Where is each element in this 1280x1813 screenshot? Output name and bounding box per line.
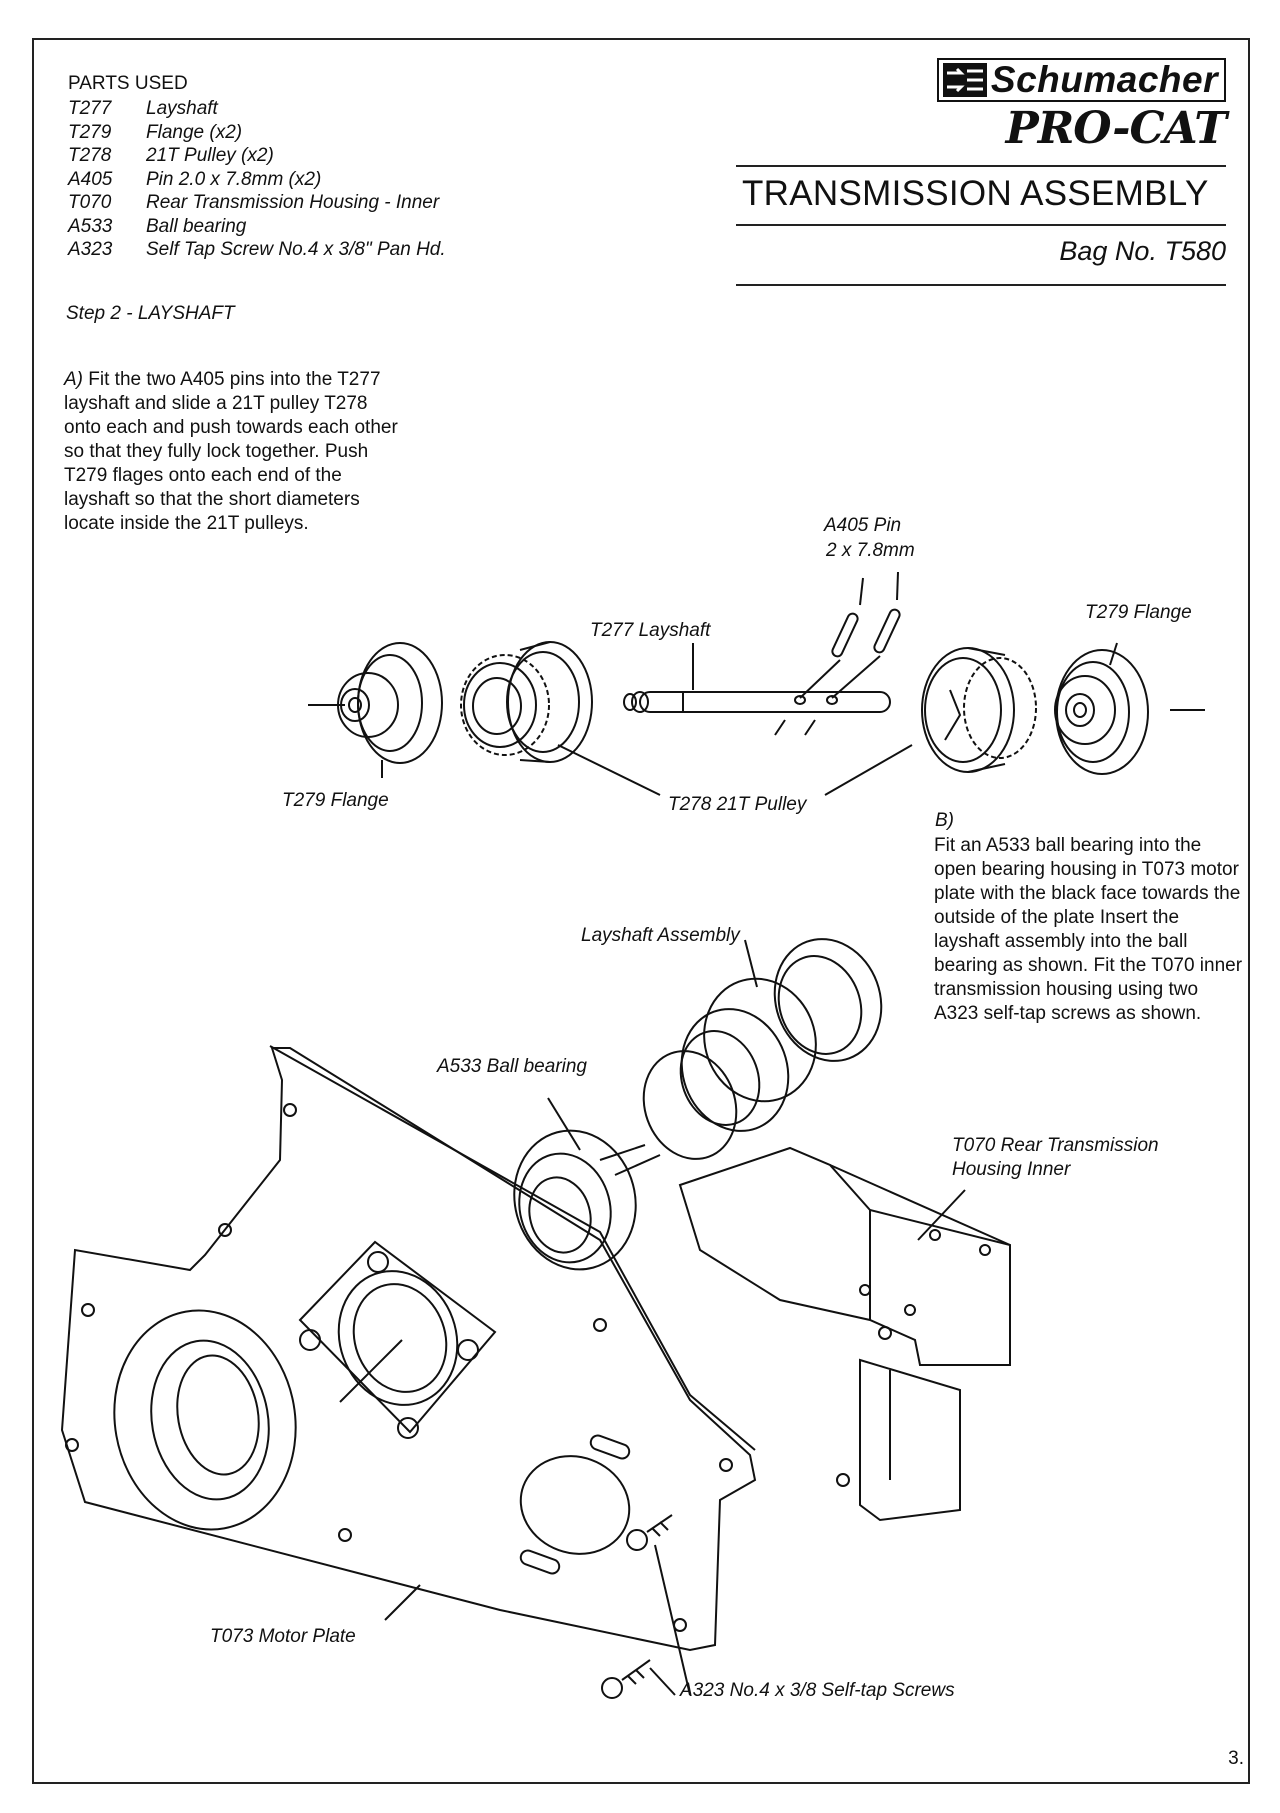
instruction-a-text: Fit the two A405 pins into the T277 lays…: [64, 369, 398, 534]
divider: [736, 224, 1226, 226]
part-description: Rear Transmission Housing - Inner: [146, 192, 440, 213]
motor-plate-drawing: [60, 1045, 757, 1652]
part-code: T279: [68, 121, 112, 143]
parts-list-item: T279 Flange (x2): [68, 121, 446, 145]
brand-name: Schumacher: [990, 59, 1218, 100]
schumacher-logo: Schumacher: [936, 58, 1226, 102]
ball-bearing-drawing: [513, 1097, 637, 1271]
instruction-a-label: A): [64, 369, 83, 390]
part-code: T277: [68, 98, 112, 119]
left-pulley-drawing: [460, 641, 593, 763]
page-number: 3.: [1228, 1748, 1244, 1769]
part-description: Flange (x2): [146, 121, 243, 143]
layshaft-assembly-drawing: [599, 938, 883, 1176]
motor-plate-label: T073 Motor Plate: [210, 1626, 356, 1647]
pulley-label: T278 21T Pulley: [668, 794, 807, 815]
brand-logo: Schumacher PRO-CAT: [936, 58, 1227, 154]
part-code: A405: [68, 168, 113, 190]
right-flange-drawing: [1054, 642, 1149, 775]
part-description: 21T Pulley (x2): [146, 145, 274, 166]
part-description: Layshaft: [146, 98, 218, 119]
right-pulley-drawing: [921, 647, 1037, 773]
parts-list-item: A405 Pin 2.0 x 7.8mm (x2): [68, 168, 446, 192]
flange-right-label: T279 Flange: [1085, 602, 1192, 623]
instruction-a: A) Fit the two A405 pins into the T277 l…: [64, 368, 399, 536]
instruction-b-text: Fit an A533 ball bearing into the open b…: [934, 835, 1243, 1024]
layshaft-label: T277 Layshaft: [590, 620, 711, 641]
ball-bearing-label: A533 Ball bearing: [437, 1056, 587, 1077]
bag-number: Bag No. T580: [1059, 236, 1226, 266]
pin-drawings: [799, 571, 901, 699]
part-code: A533: [68, 215, 113, 237]
divider: [736, 165, 1226, 167]
section-title: TRANSMISSION ASSEMBLY: [742, 174, 1209, 213]
part-description: Self Tap Screw No.4 x 3/8" Pan Hd.: [146, 239, 446, 260]
part-code: T278: [68, 145, 112, 166]
housing-drawing: [678, 1146, 1011, 1522]
flange-left-label: T279 Flange: [282, 790, 389, 811]
divider: [736, 284, 1226, 286]
part-description: Pin 2.0 x 7.8mm (x2): [146, 168, 322, 190]
page-frame: [32, 38, 1250, 1784]
parts-used-heading: PARTS USED: [68, 73, 188, 94]
flag-icon: [942, 63, 987, 97]
parts-list-item: A533 Ball bearing: [68, 215, 446, 239]
screws-label: A323 No.4 x 3/8 Self-tap Screws: [680, 1680, 955, 1701]
parts-list-item: T277 Layshaft: [68, 97, 446, 121]
screw-drawings: [601, 1514, 691, 1699]
part-code: A323: [68, 239, 113, 260]
left-flange-drawing: [337, 642, 443, 778]
product-name: PRO-CAT: [1005, 103, 1227, 154]
parts-list-item: T278 21T Pulley (x2): [68, 144, 446, 168]
housing-label-line2: Housing Inner: [952, 1159, 1071, 1180]
parts-list-item: T070 Rear Transmission Housing - Inner: [68, 191, 446, 215]
parts-list-item: A323 Self Tap Screw No.4 x 3/8" Pan Hd.: [68, 238, 446, 262]
part-description: Ball bearing: [146, 215, 247, 237]
instruction-b-label: B): [935, 810, 954, 831]
layshaft-assembly-label: Layshaft Assembly: [581, 925, 740, 946]
layshaft-drawing: [623, 691, 891, 736]
step-heading: Step 2 - LAYSHAFT: [66, 303, 235, 324]
housing-label-line1: T070 Rear Transmission: [952, 1135, 1159, 1156]
pin-size-label: 2 x 7.8mm: [826, 540, 915, 561]
part-code: T070: [68, 192, 112, 213]
pin-label: A405 Pin: [824, 515, 902, 536]
